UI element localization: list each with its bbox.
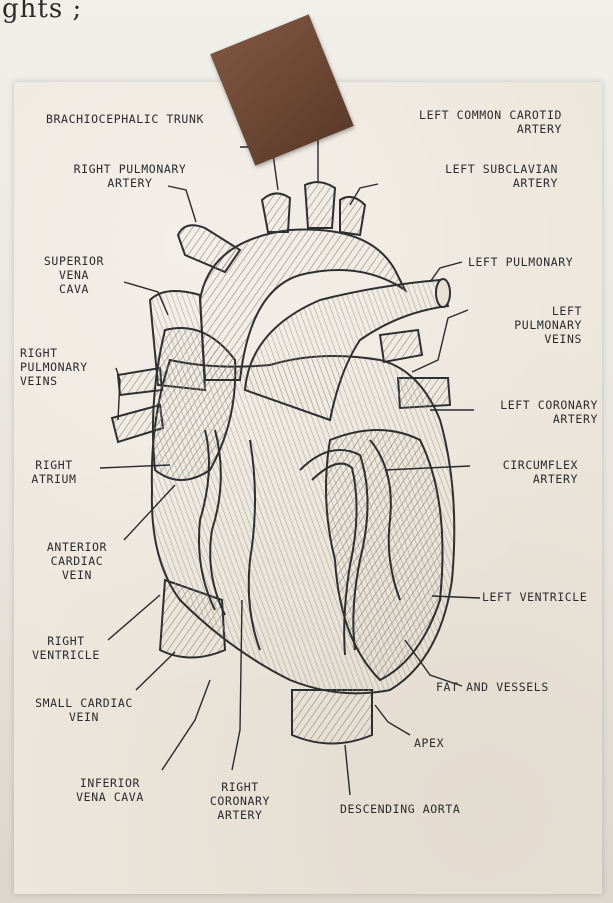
label-brachiocephalic-trunk: BRACHIOCEPHALIC TRUNK: [46, 112, 204, 126]
label-left-common-carotid-artery: LEFT COMMON CAROTID ARTERY: [336, 108, 562, 136]
label-fat-and-vessels: FAT AND VESSELS: [436, 680, 549, 694]
label-left-pulmonary-veins: LEFT PULMONARY VEINS: [466, 304, 582, 346]
label-right-pulmonary-veins: RIGHT PULMONARY VEINS: [20, 346, 88, 388]
left-pulmonary-veins-shape: [380, 330, 422, 362]
left-common-carotid-shape: [305, 182, 335, 228]
label-left-pulmonary-artery: LEFT PULMONARY: [468, 255, 573, 269]
descending-aorta-shape: [292, 690, 372, 744]
label-anterior-cardiac-vein: ANTERIOR CARDIAC VEIN: [22, 540, 132, 582]
label-circumflex-artery: CIRCUMFLEX ARTERY: [470, 458, 578, 486]
label-left-ventricle: LEFT VENTRICLE: [482, 590, 587, 604]
label-right-atrium: RIGHT ATRIUM: [14, 458, 94, 486]
label-right-coronary-artery: RIGHT CORONARY ARTERY: [196, 780, 284, 822]
label-apex: APEX: [414, 736, 444, 750]
label-right-ventricle: RIGHT VENTRICLE: [14, 634, 118, 662]
label-small-cardiac-vein: SMALL CARDIAC VEIN: [14, 696, 154, 724]
label-superior-vena-cava: SUPERIOR VENA CAVA: [32, 254, 116, 296]
left-subclavian-shape: [340, 197, 365, 235]
label-descending-aorta: DESCENDING AORTA: [340, 802, 460, 816]
brachiocephalic-trunk-shape: [262, 193, 290, 232]
label-left-subclavian-artery: LEFT SUBCLAVIAN ARTERY: [374, 162, 558, 190]
label-inferior-vena-cava: INFERIOR VENA CAVA: [50, 776, 170, 804]
label-left-coronary-artery: LEFT CORONARY ARTERY: [474, 398, 598, 426]
label-right-pulmonary-artery: RIGHT PULMONARY ARTERY: [40, 162, 220, 190]
